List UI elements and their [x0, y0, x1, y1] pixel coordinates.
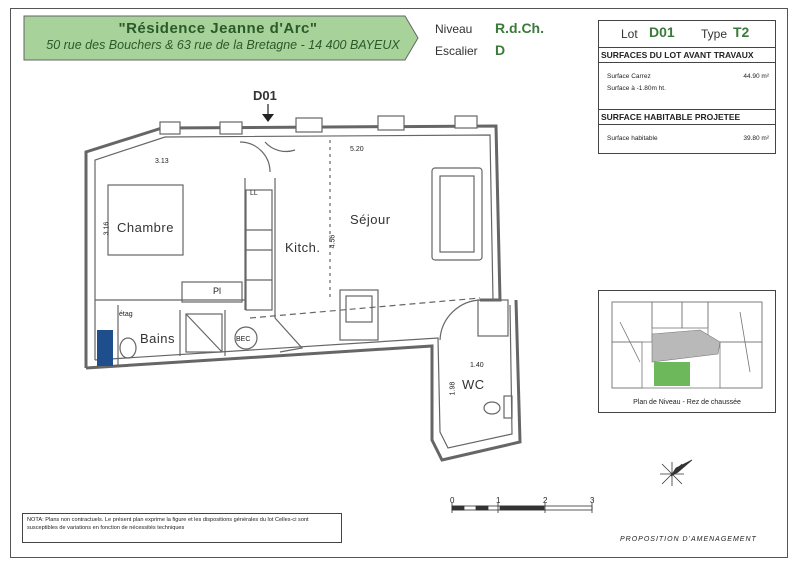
lot-value: D01: [649, 24, 675, 40]
habitable-header: SURFACE HABITABLE PROJETEE: [599, 109, 775, 125]
footer-label: PROPOSITION D'AMENAGEMENT: [620, 536, 757, 543]
scale-tick-2: 2: [543, 496, 548, 505]
page-frame: [10, 8, 788, 558]
lot-info-box: Lot D01 Type T2 SURFACES DU LOT AVANT TR…: [598, 20, 776, 154]
room-bains: Bains: [140, 331, 176, 346]
scale-tick-3: 3: [590, 496, 595, 505]
surfaces-header: SURFACES DU LOT AVANT TRAVAUX: [599, 47, 775, 63]
boiler-label: BEC: [236, 336, 251, 343]
dim-313: 3.13: [155, 158, 169, 165]
lot-label: Lot: [621, 27, 638, 41]
address: 50 rue des Bouchers & 63 rue de la Breta…: [46, 38, 400, 52]
dim-140: 1.40: [470, 362, 484, 369]
residence-name: "Résidence Jeanne d'Arc": [118, 20, 318, 37]
habitable-label: Surface habitable: [607, 135, 658, 142]
placard-label: Pl: [213, 286, 222, 296]
etagere-label: étag: [119, 311, 133, 318]
key-plan-caption: Plan de Niveau - Rez de chaussée: [633, 399, 741, 406]
niveau-label: Niveau: [435, 22, 473, 36]
dim-520: 5.20: [350, 146, 364, 153]
type-value: T2: [733, 24, 750, 40]
low-ceiling-label: Surface à -1.80m ht.: [607, 85, 666, 92]
escalier-label: Escalier: [435, 44, 478, 58]
room-chambre: Chambre: [117, 220, 174, 235]
carrez-value: 44.90 m²: [743, 73, 769, 80]
room-sejour: Séjour: [350, 212, 391, 227]
type-label: Type: [701, 27, 728, 41]
key-plan-drawing: [611, 301, 763, 389]
room-wc: WC: [462, 377, 485, 392]
key-plan-box: Plan de Niveau - Rez de chaussée: [598, 290, 776, 413]
disclaimer-note: NOTA: Plans non contractuels. Le présent…: [22, 513, 342, 543]
unit-label: D01: [253, 88, 277, 103]
habitable-value: 39.80 m²: [743, 135, 769, 142]
lv-label: LL: [250, 190, 258, 197]
scale-tick-0: 0: [450, 496, 455, 505]
room-kitch: Kitch.: [285, 240, 321, 255]
escalier-value: D: [495, 42, 506, 58]
niveau-value: R.d.Ch.: [495, 20, 544, 36]
carrez-label: Surface Carrez: [607, 73, 651, 80]
scale-tick-1: 1: [496, 496, 501, 505]
